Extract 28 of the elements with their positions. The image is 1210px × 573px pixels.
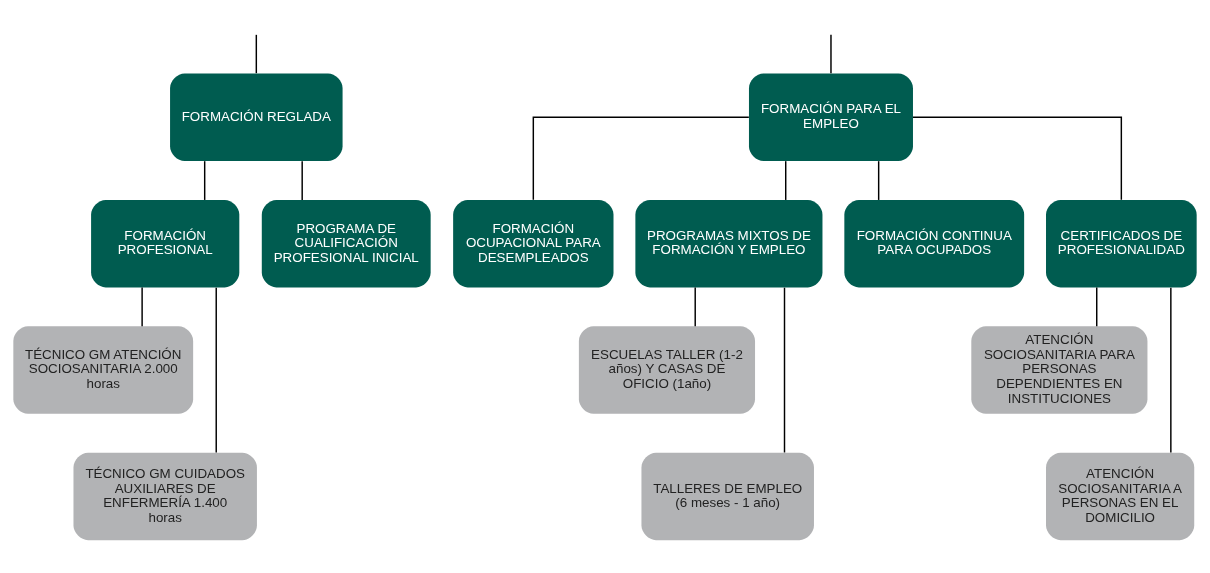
connector xyxy=(255,33,258,74)
node-box: ATENCIÓN SOCIOSANITARIA A PERSONAS EN EL DOMICILIO xyxy=(1046,452,1195,540)
node-box: TÉCNICO GM ATENCIÓN SOCIOSANITARIA 2.000 horas xyxy=(13,325,194,414)
connector xyxy=(141,286,143,327)
node-box: FORMACIÓN OCUPACIONAL PARA DESEMPLEADOS xyxy=(453,199,614,287)
node-box: TÉCNICO GM CUIDADOS AUXILIARES DE ENFERMERÍA 1.400 horas xyxy=(73,452,257,540)
node-box: ATENCIÓN SOCIOSANITARIA PARA PERSONAS DEPENDIENTES EN INSTITUCIONES xyxy=(971,325,1148,414)
node-box: FORMACIÓN PROFESIONAL xyxy=(91,199,240,287)
connector xyxy=(1170,286,1172,453)
connector xyxy=(912,116,1123,201)
connector xyxy=(215,286,217,453)
connector xyxy=(301,159,303,201)
node-box: PROGRAMAS MIXTOS DE FORMACIÓN Y EMPLEO xyxy=(635,199,823,287)
connector xyxy=(203,159,206,201)
connector xyxy=(532,116,750,201)
connector xyxy=(1096,286,1098,327)
node-box: ESCUELAS TALLER (1-2 años) Y CASAS DE OFICIO (1año) xyxy=(578,325,756,414)
node-box: PROGRAMA DE CUALIFICACIÓN PROFESIONAL INICIAL xyxy=(261,199,431,287)
connector xyxy=(694,286,696,327)
node-box: FORMACIÓN PARA EL EMPLEO xyxy=(748,73,913,161)
node-box: CERTIFICADOS DE PROFESIONALIDAD xyxy=(1046,199,1197,287)
connector xyxy=(830,33,832,74)
node-box: TALLERES DE EMPLEO (6 meses - 1 año) xyxy=(641,452,814,540)
node-box: FORMACIÓN REGLADA xyxy=(170,73,343,161)
connector xyxy=(877,159,880,201)
connector xyxy=(783,286,786,453)
connector xyxy=(785,159,787,201)
node-box: FORMACIÓN CONTINUA PARA OCUPADOS xyxy=(844,199,1025,287)
